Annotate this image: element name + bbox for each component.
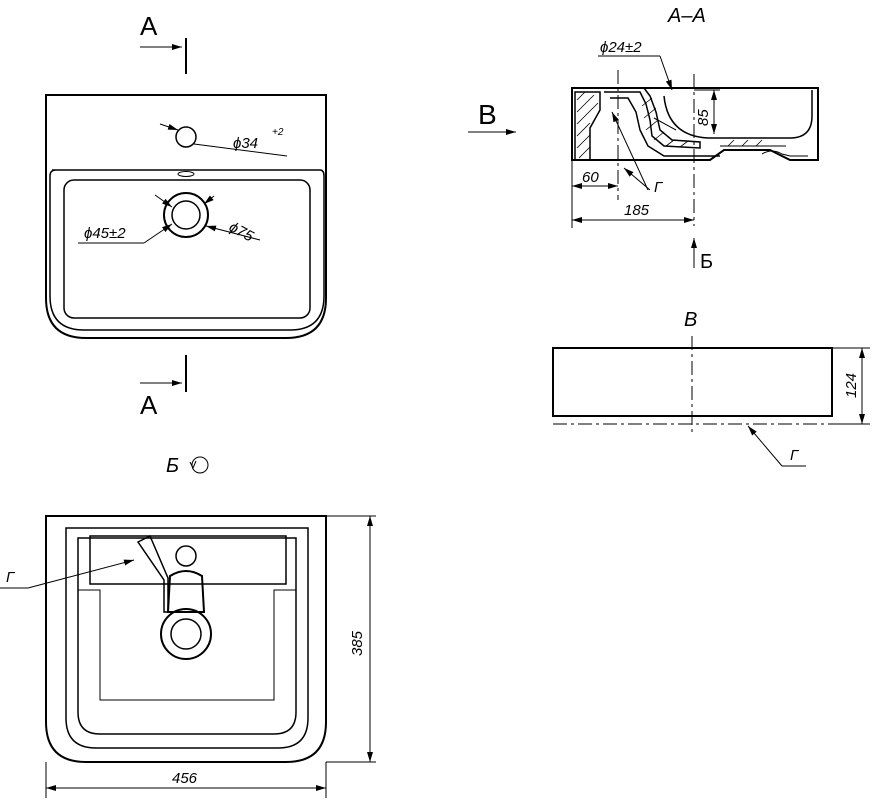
cut-label-bottom: А	[140, 390, 158, 420]
drain-inner	[171, 200, 201, 230]
bottom-outline	[45, 515, 327, 763]
section-a-a: А–А В	[468, 5, 819, 273]
width-dim: 456	[172, 770, 198, 787]
drain-outer-dim: ϕ75	[226, 219, 257, 246]
bottom-drain-outer	[160, 608, 212, 660]
bottom-drain-inner	[170, 618, 202, 650]
section-outline	[571, 87, 819, 161]
overflow-dim: ϕ24±2	[600, 39, 642, 56]
section-cut-marker-top: А	[140, 11, 187, 74]
section-title: А–А	[667, 5, 706, 27]
section-cut-marker-bottom: А	[140, 355, 187, 420]
section-bowl	[663, 90, 813, 139]
rotation-arrow-icon	[189, 460, 197, 470]
length-dim: 385	[349, 630, 366, 656]
bottom-overflow-channel	[136, 534, 169, 613]
height-dim: 124	[843, 373, 860, 398]
tap-hole-dim: ϕ34	[233, 135, 258, 152]
cut-label-top: А	[140, 11, 158, 41]
drain-inner-dim: ϕ45±2	[84, 225, 126, 242]
bottom-g-callout: Г	[6, 569, 16, 586]
view-v-arrow-label: В	[478, 99, 497, 130]
depth-dim: 85	[695, 109, 712, 126]
tap-hole-tol: +2	[272, 127, 284, 138]
basin-rim	[49, 169, 325, 331]
view-b-arrow-label: Б	[700, 251, 713, 273]
bottom-rim-inner	[77, 537, 297, 735]
bowl-bottom	[78, 589, 296, 701]
view-b-title: Б	[166, 455, 179, 477]
drain-outer	[163, 192, 209, 238]
side-view-v: В 124 Г	[552, 309, 870, 467]
bottom-drain-neck	[166, 570, 206, 613]
basin-outline	[45, 94, 327, 339]
tap-hole	[175, 126, 197, 148]
offset-185-dim: 185	[624, 202, 650, 219]
side-g-callout: Г	[790, 447, 800, 464]
overflow-slot	[177, 171, 195, 177]
view-v-title: В	[684, 309, 697, 331]
bottom-rim-outer	[65, 527, 309, 749]
bowl-outline	[63, 179, 311, 319]
top-view: А ϕ34 +2 ϕ45±2 ϕ75 А	[45, 11, 327, 420]
section-hatch-left	[574, 91, 601, 161]
bottom-tap-hole	[175, 545, 197, 567]
bottom-view-b: Б Г 385 456	[0, 455, 376, 798]
tap-deck	[89, 535, 287, 585]
section-g-callout: Г	[654, 179, 664, 196]
section-overflow-channel	[604, 87, 720, 157]
offset-60-dim: 60	[582, 169, 599, 186]
